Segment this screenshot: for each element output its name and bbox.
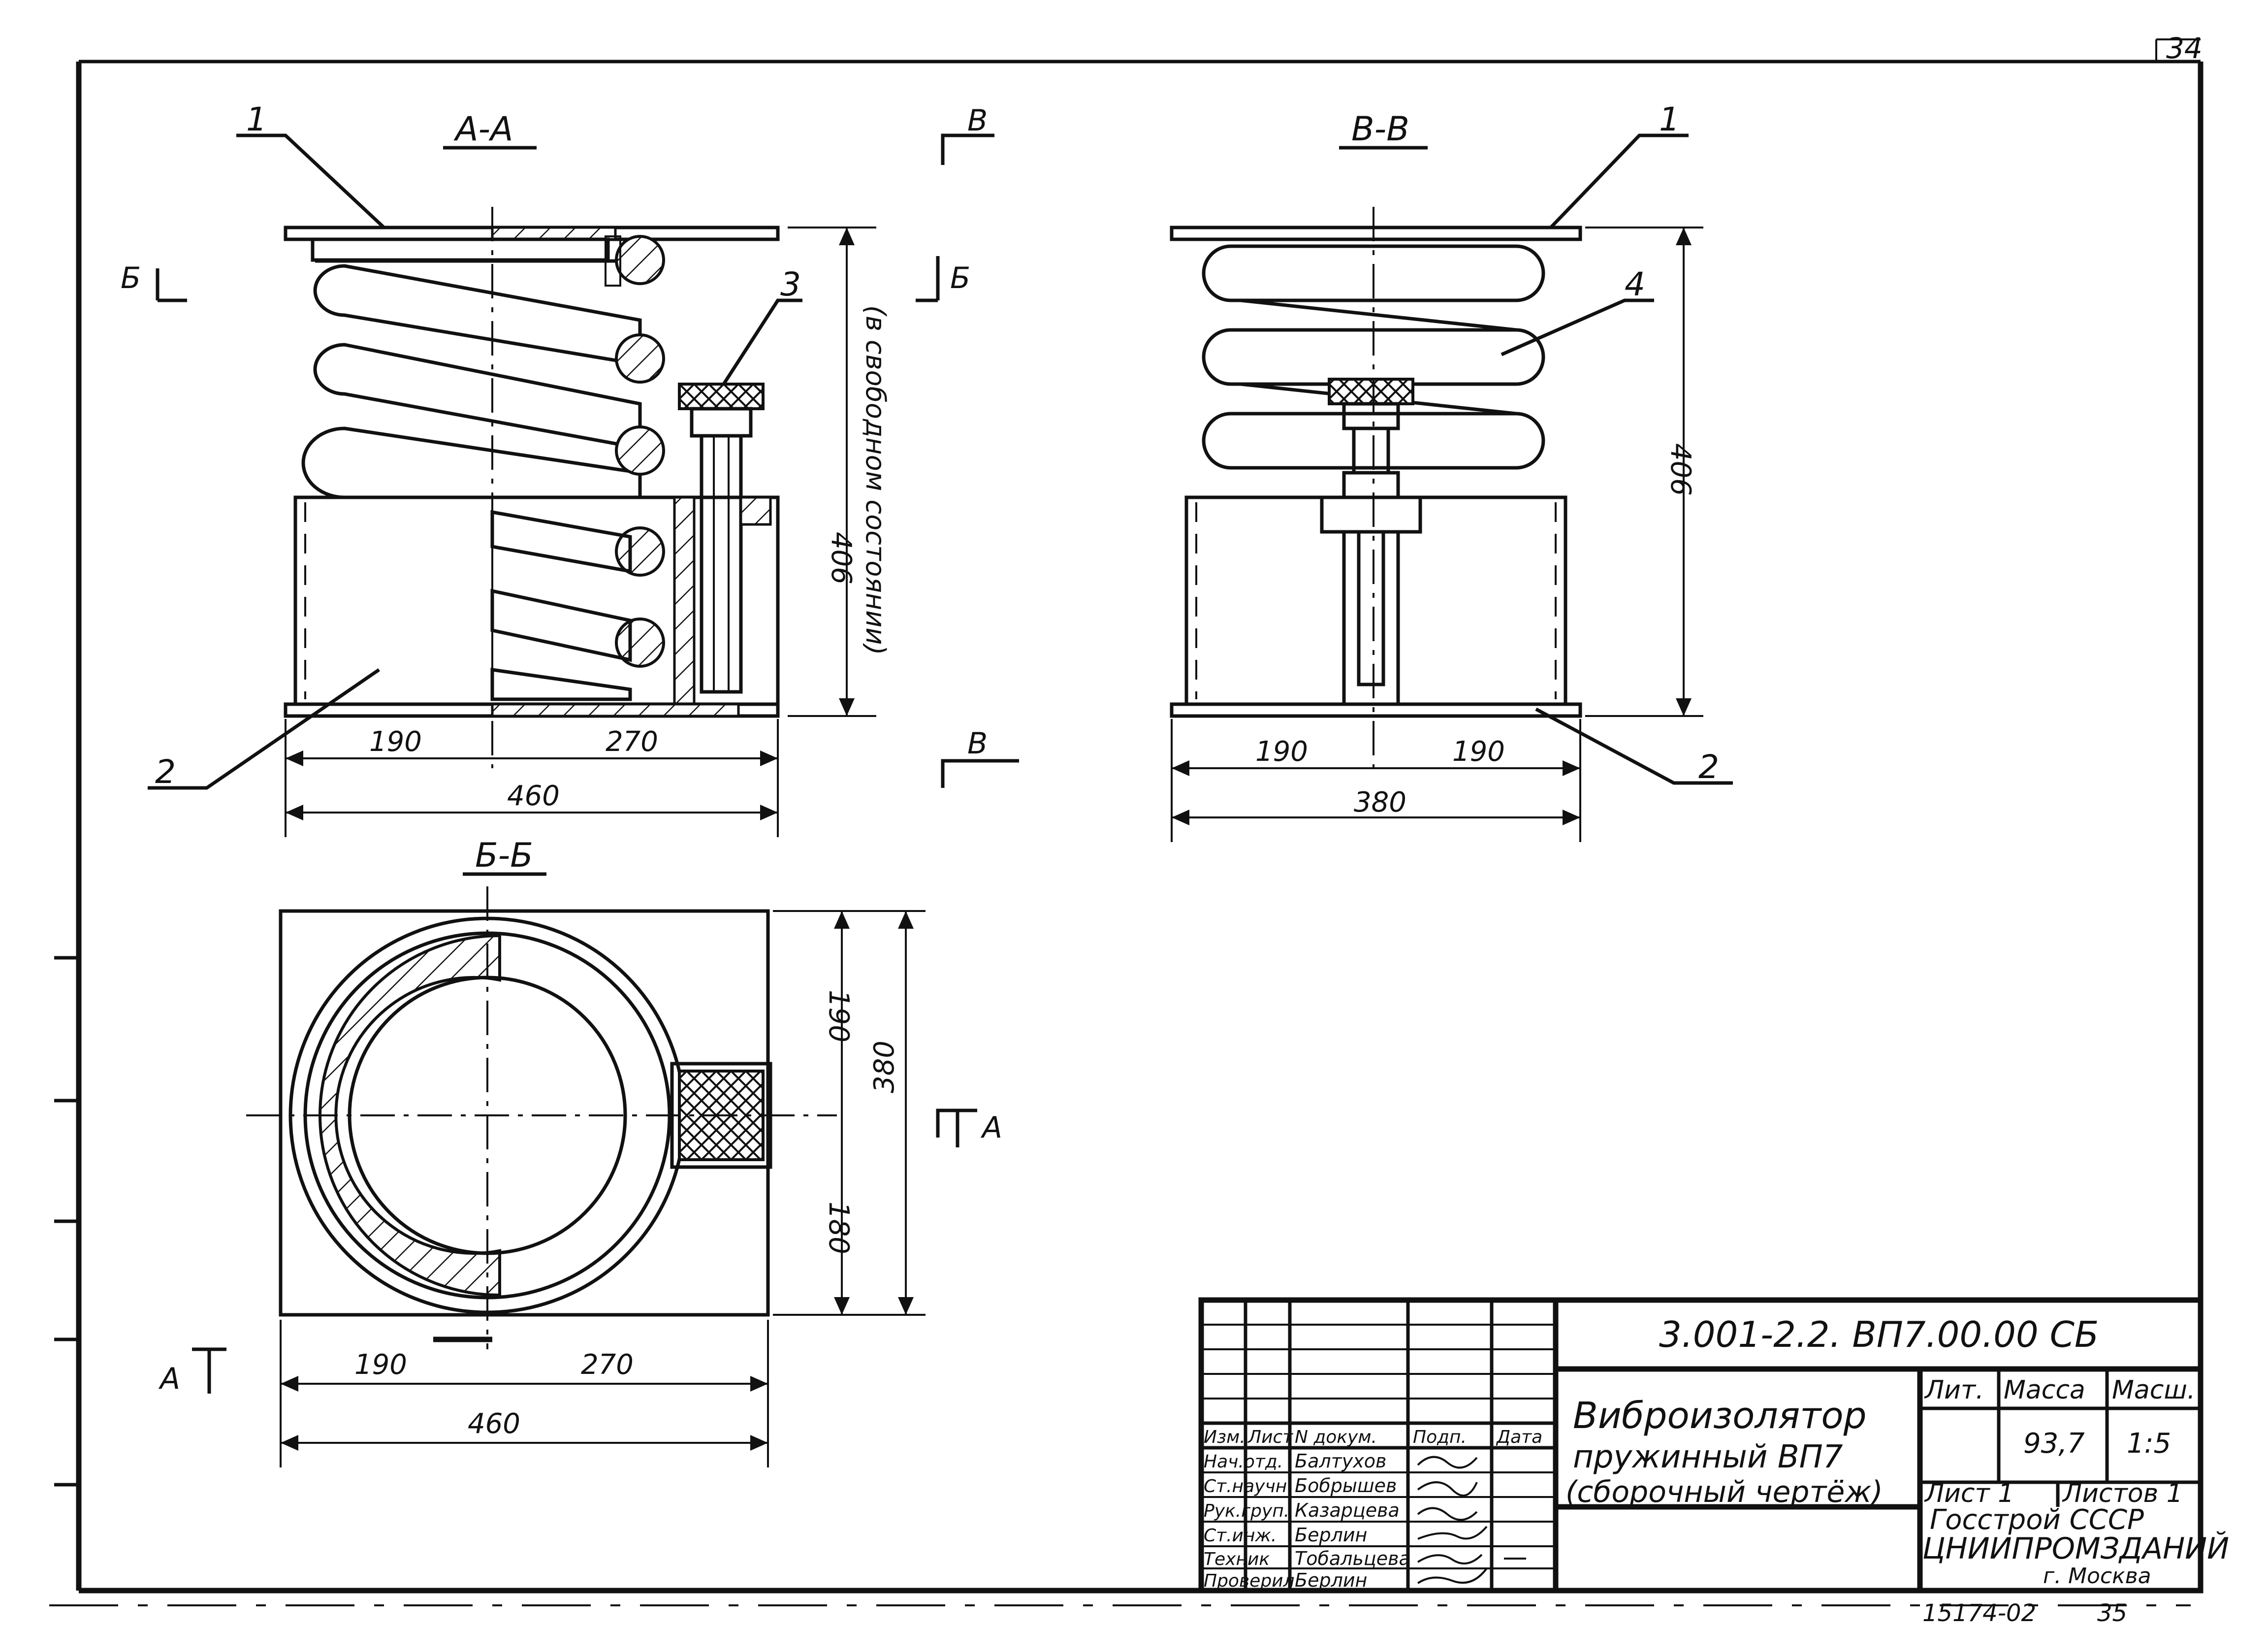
tb-sheet-label: Лист 1 <box>1924 1479 2014 1508</box>
tb-name-2: Бобрышев <box>1295 1475 1397 1497</box>
tb-scale-value: 1:5 <box>2127 1428 2171 1460</box>
tb-col-data: Дата <box>1496 1427 1542 1447</box>
tb-role-2: Ст.научн. <box>1204 1476 1293 1497</box>
tb-lit-header: Лит. <box>1924 1375 1984 1405</box>
tb-role-6: Проверил <box>1204 1571 1295 1591</box>
tb-name-5: Тобальцева <box>1295 1548 1410 1569</box>
tb-role-4: Ст.инж. <box>1204 1526 1277 1546</box>
cut-markers <box>156 133 1019 788</box>
callout-1-vv: 1 <box>1659 100 1680 138</box>
tb-col-podp: Подп. <box>1413 1427 1467 1447</box>
callout-2-aa: 2 <box>155 753 176 791</box>
tb-name-line3: (сборочный чертёж) <box>1565 1475 1883 1509</box>
section-aa-dimensions <box>285 227 876 837</box>
aa-free-state-note: (в свободном состоянии) <box>860 305 891 655</box>
callout-4-vv: 4 <box>1625 265 1645 303</box>
tb-name-3: Казарцева <box>1295 1499 1400 1521</box>
tb-org-line1: Госстрой СССР <box>1930 1504 2144 1536</box>
tb-name-1: Балтухов <box>1295 1450 1386 1472</box>
tb-col-list: Лист <box>1247 1427 1293 1447</box>
tb-org-line2: ЦНИИПРОМЗДАНИЙ <box>1922 1531 2229 1566</box>
tb-sheets-label: Листов 1 <box>2062 1479 2183 1508</box>
tb-designation: 3.001-2.2. ВП7.00.00 СБ <box>1659 1314 2099 1355</box>
bb-dim-left: 190 <box>354 1349 407 1381</box>
section-aa-view <box>148 133 802 790</box>
tb-role-1: Нач.отд. <box>1204 1452 1283 1472</box>
bb-dim-height: 380 <box>868 1041 900 1093</box>
cut-b-right: Б <box>950 261 970 295</box>
callout-1-aa: 1 <box>246 100 267 138</box>
cut-v-bottom: В <box>967 726 988 761</box>
bb-dim-bottom: 180 <box>823 1202 855 1254</box>
cut-v-top: В <box>967 103 988 138</box>
tb-org-line3: г. Москва <box>2043 1563 2151 1589</box>
section-vv-dimensions <box>1171 227 1703 842</box>
tb-name-line1: Виброизолятор <box>1573 1395 1867 1437</box>
aa-dim-total: 460 <box>507 780 560 812</box>
section-bb-dimensions <box>192 910 977 1467</box>
section-aa-title: А-А <box>453 110 513 149</box>
aa-dim-right: 270 <box>606 726 658 758</box>
callout-2-vv: 2 <box>1698 748 1719 786</box>
tb-mass-value: 93,7 <box>2023 1428 2085 1460</box>
tb-scale-header: Масш. <box>2112 1375 2195 1405</box>
section-bb-view <box>246 886 837 1349</box>
bb-dim-top: 190 <box>823 990 855 1042</box>
tb-name-line2: пружинный ВП7 <box>1573 1439 1843 1475</box>
tb-col-ndoc: N докум. <box>1295 1427 1377 1447</box>
vv-dim-left: 190 <box>1255 736 1308 768</box>
tb-signatures <box>1417 1456 1526 1584</box>
bb-dim-total: 460 <box>468 1408 520 1440</box>
aa-dim-left: 190 <box>369 726 422 758</box>
vv-dim-height: 406 <box>1664 443 1696 496</box>
section-vv-view <box>1170 133 1733 785</box>
tb-role-3: Рук.груп. <box>1204 1501 1289 1521</box>
tb-name-6: Берлин <box>1295 1569 1367 1591</box>
sheet-number-top: 34 <box>2166 32 2203 65</box>
cut-b-left: Б <box>121 261 141 295</box>
cut-a-right: А <box>980 1110 1002 1145</box>
bb-dim-right: 270 <box>581 1349 634 1381</box>
tb-name-4: Берлин <box>1295 1524 1367 1546</box>
tb-role-5: Техник <box>1204 1549 1270 1569</box>
tb-mass-header: Масса <box>2004 1375 2085 1405</box>
section-vv-title: В-В <box>1351 110 1409 149</box>
vv-dim-total: 380 <box>1354 786 1406 818</box>
bottom-right-number: 35 <box>2097 1599 2127 1627</box>
tb-col-izm: Изм. <box>1204 1427 1246 1447</box>
callout-3-aa: 3 <box>780 265 801 303</box>
section-bb-title: Б-Б <box>475 836 533 875</box>
aa-dim-height: 406 <box>825 532 857 585</box>
cut-a-left: А <box>158 1362 180 1396</box>
bottom-left-code: 15174-02 <box>1922 1599 2036 1627</box>
vv-dim-right: 190 <box>1452 736 1505 768</box>
title-block <box>1198 1297 2204 1594</box>
